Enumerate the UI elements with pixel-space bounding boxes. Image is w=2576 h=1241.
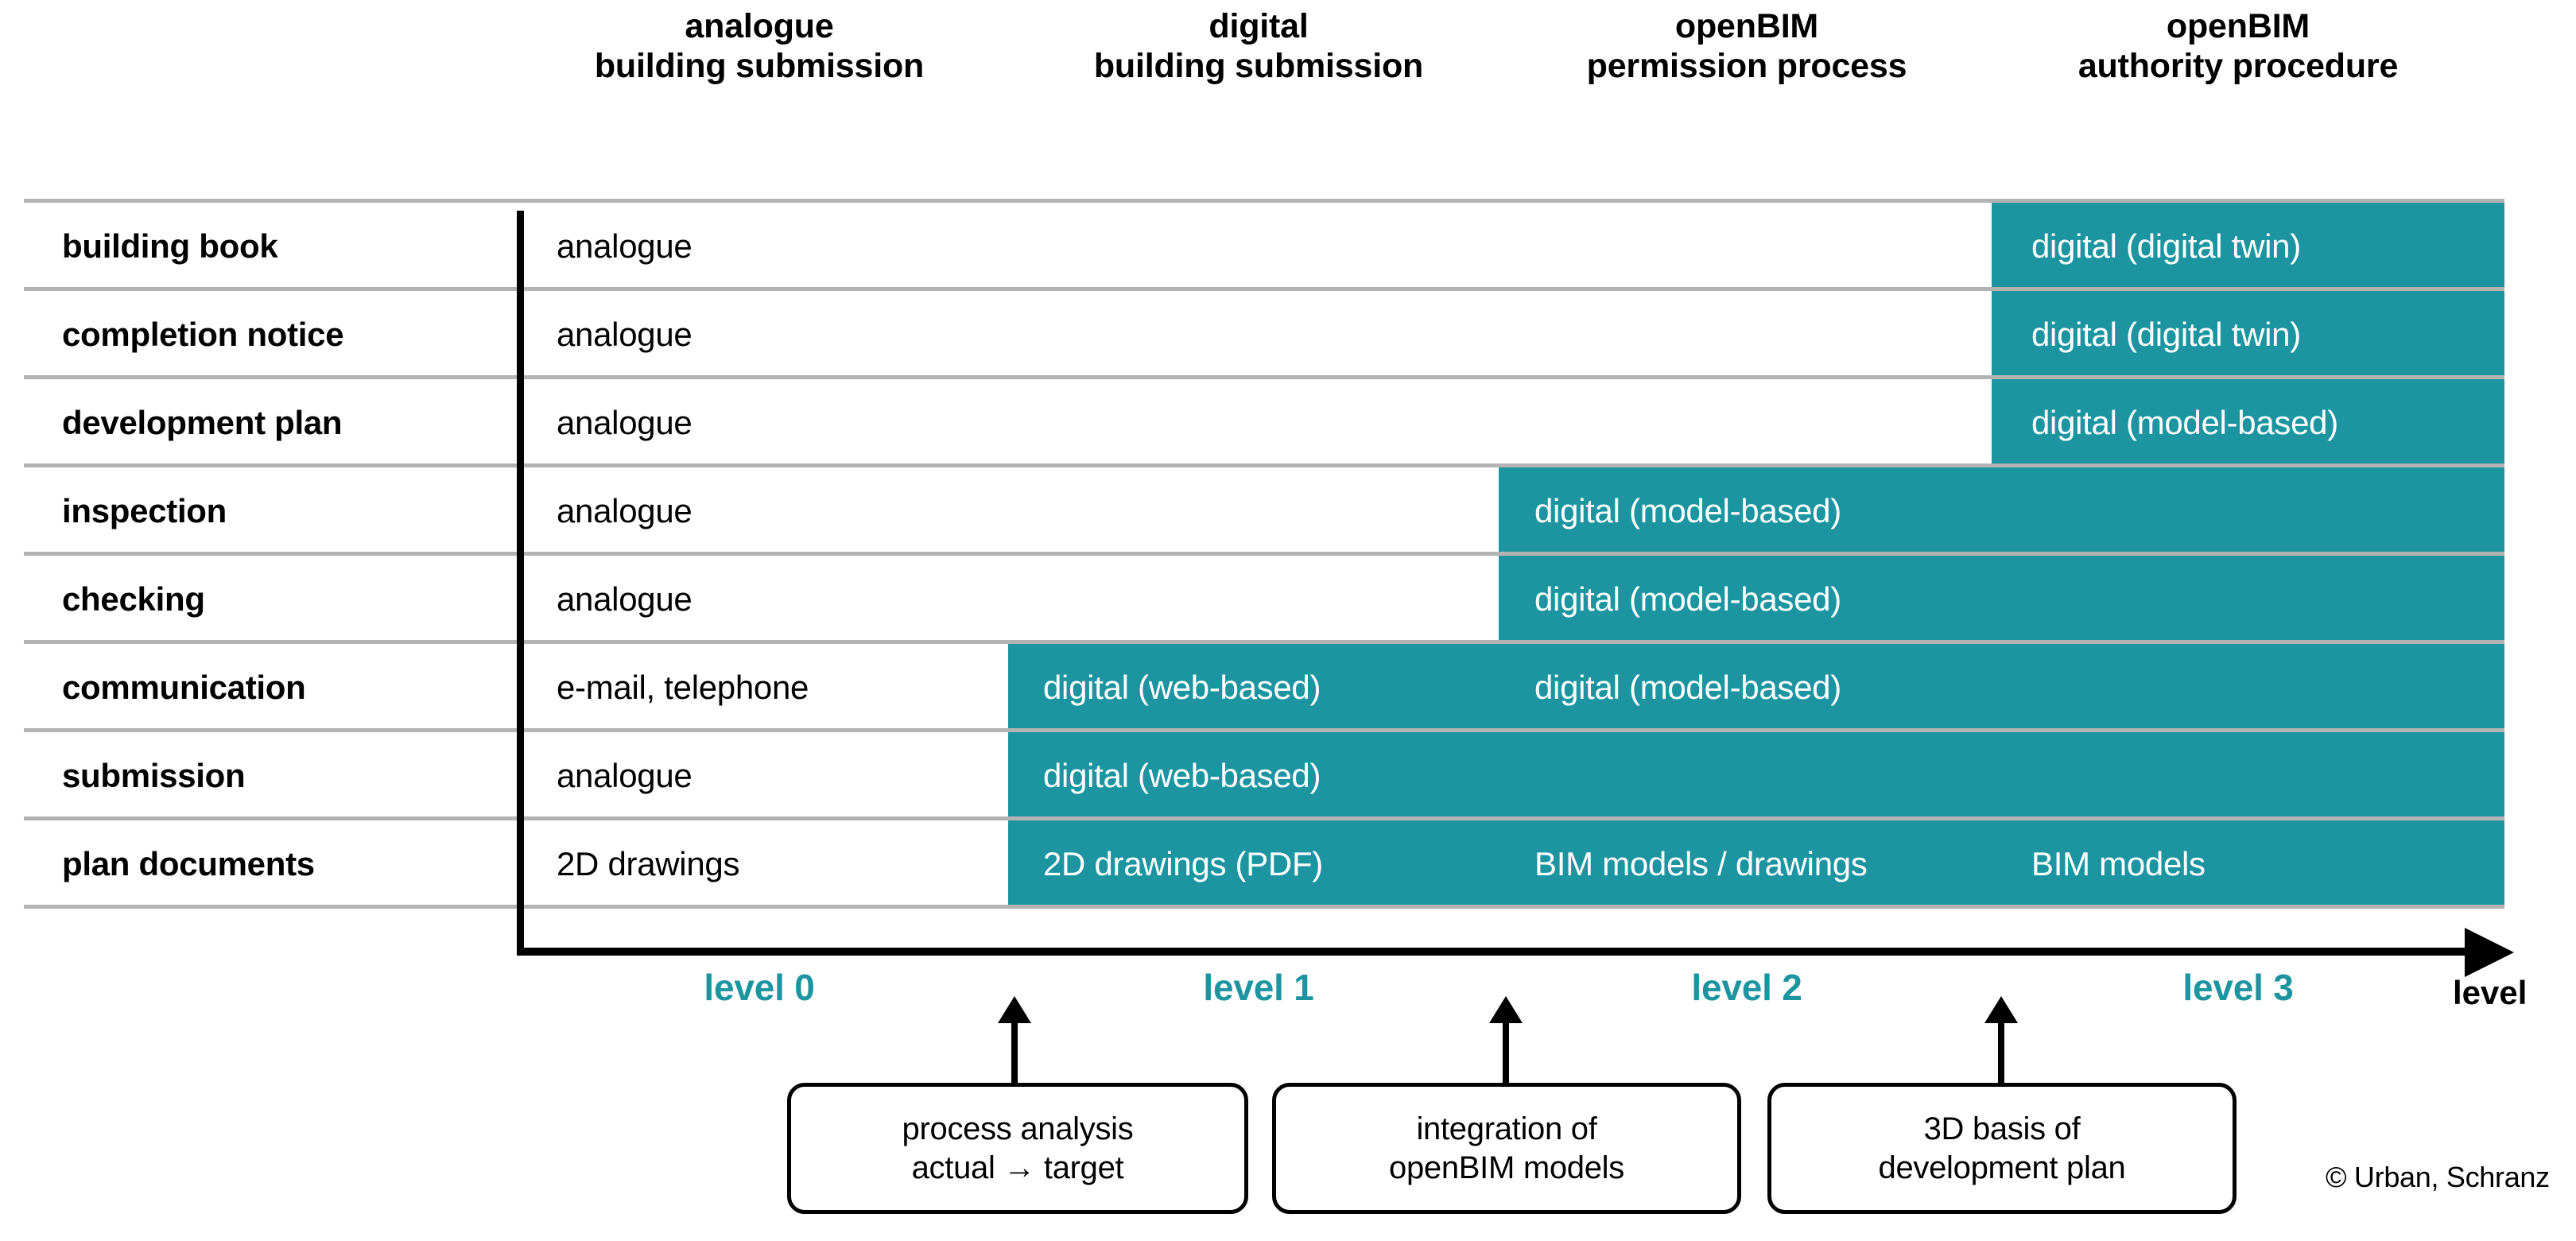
- teal-bar-building-book: [1992, 203, 2504, 287]
- table-row: development plan analogue digital (model-b…: [24, 379, 2552, 467]
- cell-checking-0: analogue: [557, 580, 692, 618]
- row-label-communication: communication: [62, 669, 306, 706]
- cell-communication-0: e-mail, telephone: [557, 669, 809, 706]
- grid-line: [24, 463, 2504, 467]
- table-row: checking analogue digital (model-based): [24, 556, 2552, 643]
- level-label-level-0: level 0: [704, 967, 815, 1008]
- row-label-checking: checking: [62, 580, 205, 618]
- callout-3d-basis: 3D basis of development plan: [1767, 1083, 2237, 1214]
- cell-submission-0: analogue: [557, 757, 692, 794]
- cell-development-plan-1: digital (model-based): [2031, 404, 2338, 441]
- row-label-inspection: inspection: [62, 492, 227, 529]
- cell-submission-1: digital (web-based): [1043, 757, 1321, 794]
- table-row: completion notice analogue digital (digita…: [24, 291, 2552, 378]
- grid-line: [24, 552, 2504, 556]
- axis-arrowhead-icon: [2465, 928, 2514, 977]
- column-header-line2: permission process: [1586, 47, 1907, 86]
- cell-completion-notice-0: analogue: [557, 316, 692, 353]
- horizontal-axis-line: [517, 948, 2473, 956]
- callout-connector-integration-openbim: [1503, 1022, 1509, 1084]
- column-header-line2: building submission: [594, 47, 925, 86]
- cell-plan-documents-2: BIM models / drawings: [1534, 845, 1868, 882]
- teal-bar-completion-notice: [1992, 291, 2504, 375]
- grid-line: [24, 728, 2504, 732]
- cell-communication-2: digital (model-based): [1534, 669, 1841, 706]
- row-label-completion-notice: completion notice: [62, 316, 344, 353]
- column-header-line1: analogue: [685, 7, 834, 45]
- callout-connector-process-analysis: [1011, 1022, 1018, 1084]
- cell-plan-documents-1: 2D drawings (PDF): [1043, 845, 1323, 882]
- callout-line1: integration of: [1416, 1111, 1597, 1146]
- vertical-axis-line: [517, 211, 524, 954]
- table-row: submission analogue digital (web-based): [24, 732, 2552, 820]
- level-label-level-3: level 3: [2182, 967, 2294, 1008]
- column-header-line1: openBIM: [2166, 7, 2310, 45]
- cell-communication-1: digital (web-based): [1043, 669, 1321, 706]
- teal-bar-inspection: [1499, 467, 2504, 552]
- grid-line: [24, 816, 2504, 820]
- row-label-development-plan: development plan: [62, 404, 343, 441]
- teal-bar-submission: [1008, 732, 2504, 816]
- callout-line2: openBIM models: [1389, 1150, 1624, 1185]
- callout-arrowhead-icon-integration-openbim: [1489, 996, 1523, 1023]
- table-row: inspection analogue digital (model-based): [24, 467, 2552, 555]
- cell-building-book-1: digital (digital twin): [2031, 227, 2301, 265]
- grid-line: [24, 640, 2504, 644]
- callout-line1: process analysis: [902, 1111, 1134, 1146]
- grid-line: [24, 199, 2504, 203]
- callout-line2: actual → target: [911, 1150, 1124, 1185]
- teal-bar-plan-documents: [1008, 820, 2504, 905]
- row-label-submission: submission: [62, 757, 246, 794]
- column-header-line1: digital: [1208, 7, 1309, 45]
- maturity-matrix: building book analogue digital (digital tw…: [24, 199, 2552, 954]
- grid-line: [24, 905, 2504, 909]
- level-label-level-1: level 1: [1203, 967, 1314, 1008]
- level-label-level-2: level 2: [1691, 967, 1802, 1008]
- column-header-line2: authority procedure: [2077, 47, 2399, 86]
- cell-inspection-1: digital (model-based): [1534, 492, 1841, 529]
- callout-line2: development plan: [1878, 1150, 2126, 1185]
- row-label-plan-documents: plan documents: [62, 845, 315, 882]
- table-row: building book analogue digital (digital tw…: [24, 203, 2552, 290]
- row-label-building-book: building book: [62, 227, 278, 265]
- table-row: communication e-mail, telephone digital (w…: [24, 644, 2552, 731]
- callout-process-analysis: process analysis actual → target: [787, 1083, 1248, 1214]
- teal-bar-communication: [1008, 644, 2504, 728]
- cell-plan-documents-0: 2D drawings: [557, 845, 740, 882]
- cell-inspection-0: analogue: [557, 492, 692, 529]
- callout-arrowhead-icon-process-analysis: [998, 996, 1031, 1023]
- table-row: plan documents 2D drawings 2D drawings (PD…: [24, 820, 2552, 908]
- teal-bar-checking: [1499, 556, 2504, 640]
- grid-line: [24, 287, 2504, 291]
- cell-completion-notice-1: digital (digital twin): [2031, 316, 2301, 353]
- callout-arrowhead-icon-3d-basis: [1984, 996, 2018, 1023]
- callout-line1: 3D basis of: [1923, 1111, 2081, 1146]
- callout-integration-openbim: integration of openBIM models: [1272, 1083, 1741, 1214]
- cell-development-plan-0: analogue: [557, 404, 692, 441]
- axis-label-level: level: [2453, 974, 2528, 1011]
- cell-checking-1: digital (model-based): [1534, 580, 1841, 618]
- teal-bar-development-plan: [1992, 379, 2504, 463]
- cell-plan-documents-3: BIM models: [2031, 845, 2206, 882]
- grid-line: [24, 375, 2504, 379]
- column-header-line2: building submission: [1093, 47, 1424, 86]
- cell-building-book-0: analogue: [557, 227, 692, 265]
- column-header-line1: openBIM: [1674, 7, 1819, 45]
- callout-connector-3d-basis: [1998, 1022, 2004, 1084]
- copyright-note: © Urban, Schranz: [2326, 1161, 2550, 1193]
